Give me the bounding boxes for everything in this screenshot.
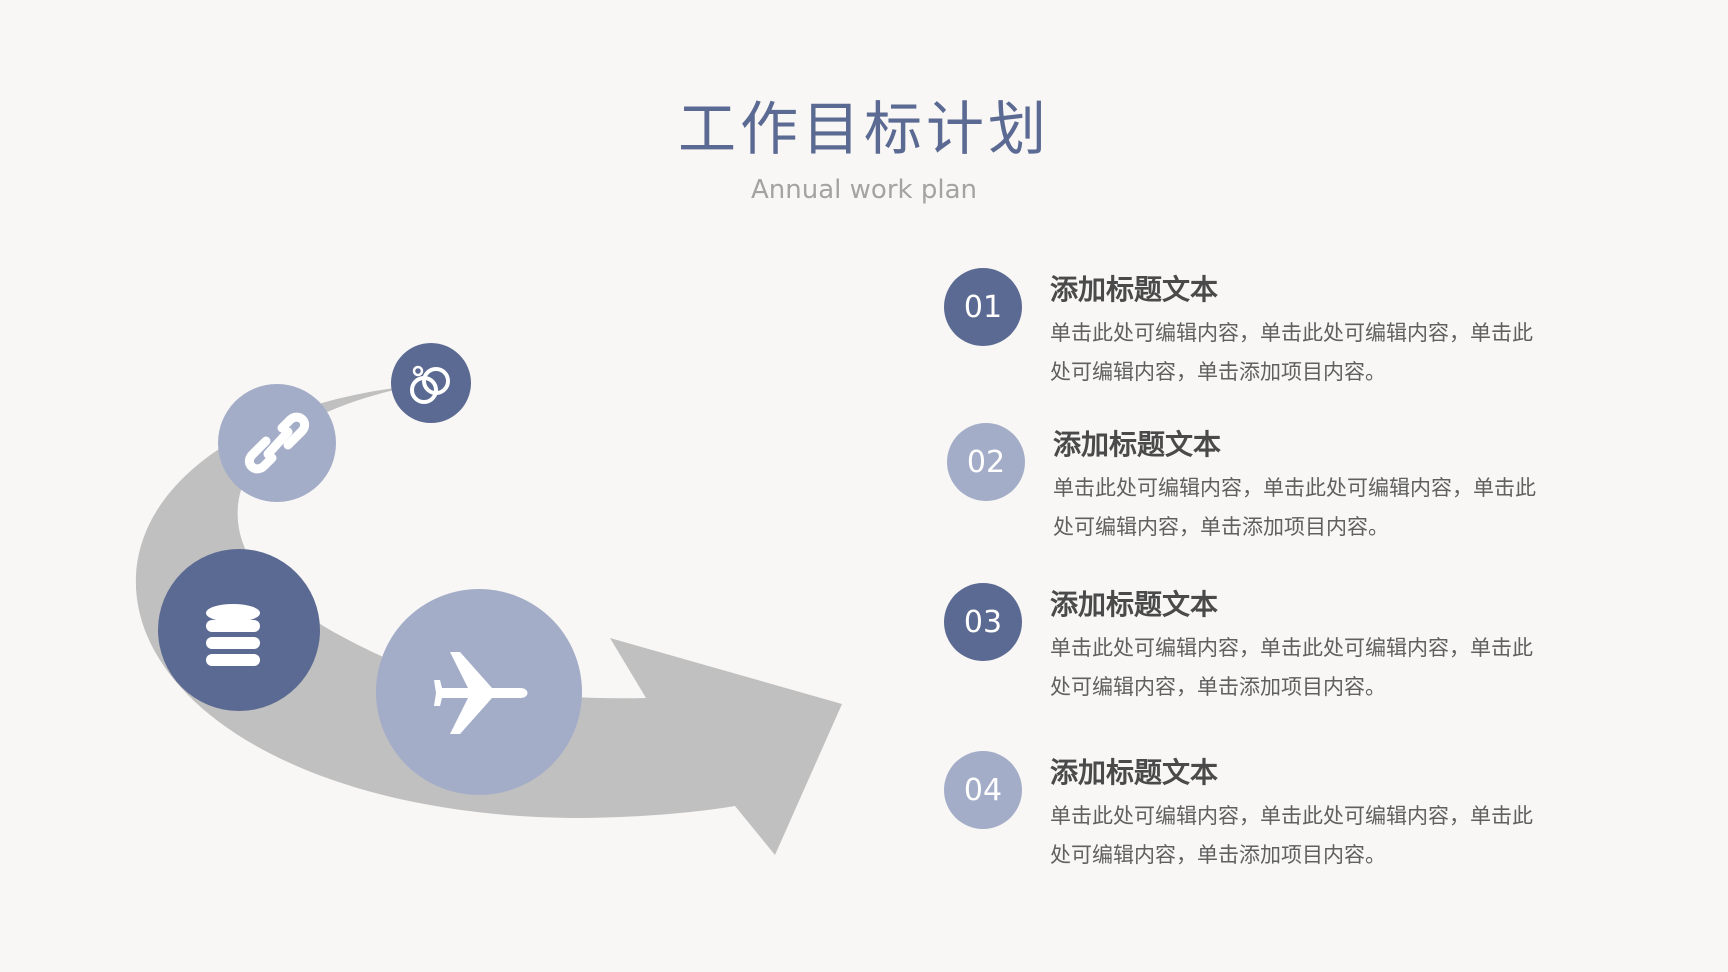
list-item-02: 02 添加标题文本 单击此处可编辑内容，单击此处可编辑内容，单击此处可编辑内容，… xyxy=(947,423,1567,543)
airplane-badge xyxy=(376,589,582,795)
link-icon xyxy=(244,412,310,474)
item-description: 单击此处可编辑内容，单击此处可编辑内容，单击此处可编辑内容，单击添加项目内容。 xyxy=(1053,476,1536,539)
number-badge: 04 xyxy=(944,751,1022,829)
curved-arrow xyxy=(135,386,843,855)
database-icon xyxy=(206,604,260,666)
page-subtitle: Annual work plan xyxy=(751,175,977,205)
item-description: 单击此处可编辑内容，单击此处可编辑内容，单击此处可编辑内容，单击添加项目内容。 xyxy=(1050,636,1533,699)
rings-icon xyxy=(410,365,450,404)
number-badge: 01 xyxy=(944,268,1022,346)
list-item-01: 01 添加标题文本 单击此处可编辑内容，单击此处可编辑内容，单击此处可编辑内容，… xyxy=(944,268,1564,388)
number-badge: 03 xyxy=(944,583,1022,661)
item-description: 单击此处可编辑内容，单击此处可编辑内容，单击此处可编辑内容，单击添加项目内容。 xyxy=(1050,804,1533,867)
database-badge xyxy=(158,549,320,711)
rings-badge xyxy=(391,343,471,423)
item-title: 添加标题文本 xyxy=(1050,273,1219,306)
link-badge xyxy=(218,384,336,502)
item-title: 添加标题文本 xyxy=(1050,756,1219,789)
number-badge: 02 xyxy=(947,423,1025,501)
item-title: 添加标题文本 xyxy=(1050,588,1219,621)
page-title: 工作目标计划 xyxy=(677,95,1050,163)
item-title: 添加标题文本 xyxy=(1053,428,1222,461)
list-item-04: 04 添加标题文本 单击此处可编辑内容，单击此处可编辑内容，单击此处可编辑内容，… xyxy=(944,751,1564,871)
curved-arrow-diagram xyxy=(135,343,843,855)
airplane-icon xyxy=(434,652,528,734)
item-description: 单击此处可编辑内容，单击此处可编辑内容，单击此处可编辑内容，单击添加项目内容。 xyxy=(1050,321,1533,384)
list-item-03: 03 添加标题文本 单击此处可编辑内容，单击此处可编辑内容，单击此处可编辑内容，… xyxy=(944,583,1564,703)
